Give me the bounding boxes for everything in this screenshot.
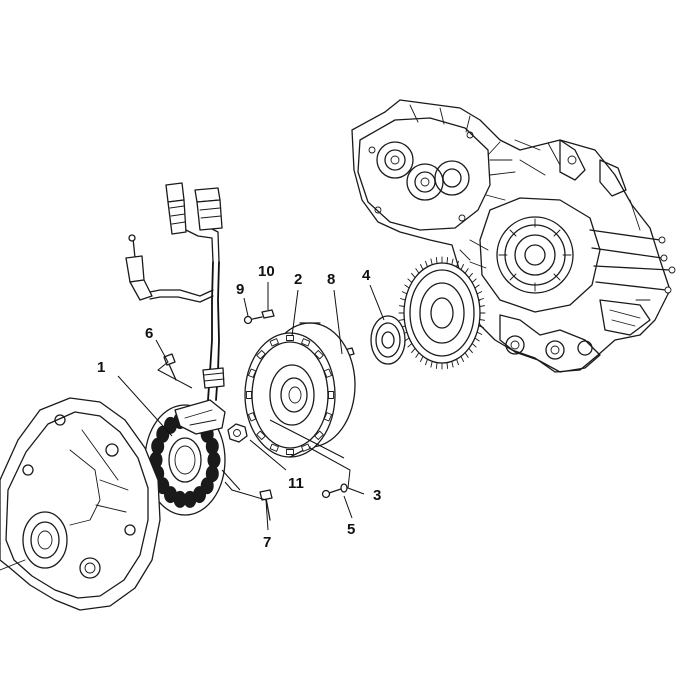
engine-crankcase — [351, 99, 676, 373]
bolt-6 — [163, 353, 177, 381]
callout-5: 5 — [347, 521, 355, 538]
callout-9: 9 — [236, 281, 244, 298]
callout-11: 11 — [288, 475, 304, 492]
callout-labels: 1 2 3 4 5 6 7 8 9 10 11 — [97, 263, 381, 551]
bolt-7 — [259, 489, 273, 521]
wiring-harness — [125, 182, 225, 401]
washer-3 — [340, 483, 348, 493]
nut-11 — [227, 423, 248, 443]
callout-10: 10 — [258, 263, 275, 280]
callout-1: 1 — [97, 359, 105, 376]
callout-4: 4 — [362, 267, 371, 284]
leader-lines — [117, 282, 385, 531]
callout-8: 8 — [327, 271, 335, 288]
starter-gear — [398, 256, 486, 370]
callout-3: 3 — [373, 487, 381, 504]
bearing-washer — [370, 315, 406, 365]
generator-cover — [0, 397, 161, 611]
clip-10 — [261, 309, 275, 319]
stator-coil — [144, 399, 226, 516]
callout-6: 6 — [145, 325, 153, 342]
callout-2: 2 — [294, 271, 302, 288]
bolt-9 — [243, 315, 263, 325]
callout-7: 7 — [263, 534, 271, 551]
flywheel-rotor — [244, 322, 356, 458]
